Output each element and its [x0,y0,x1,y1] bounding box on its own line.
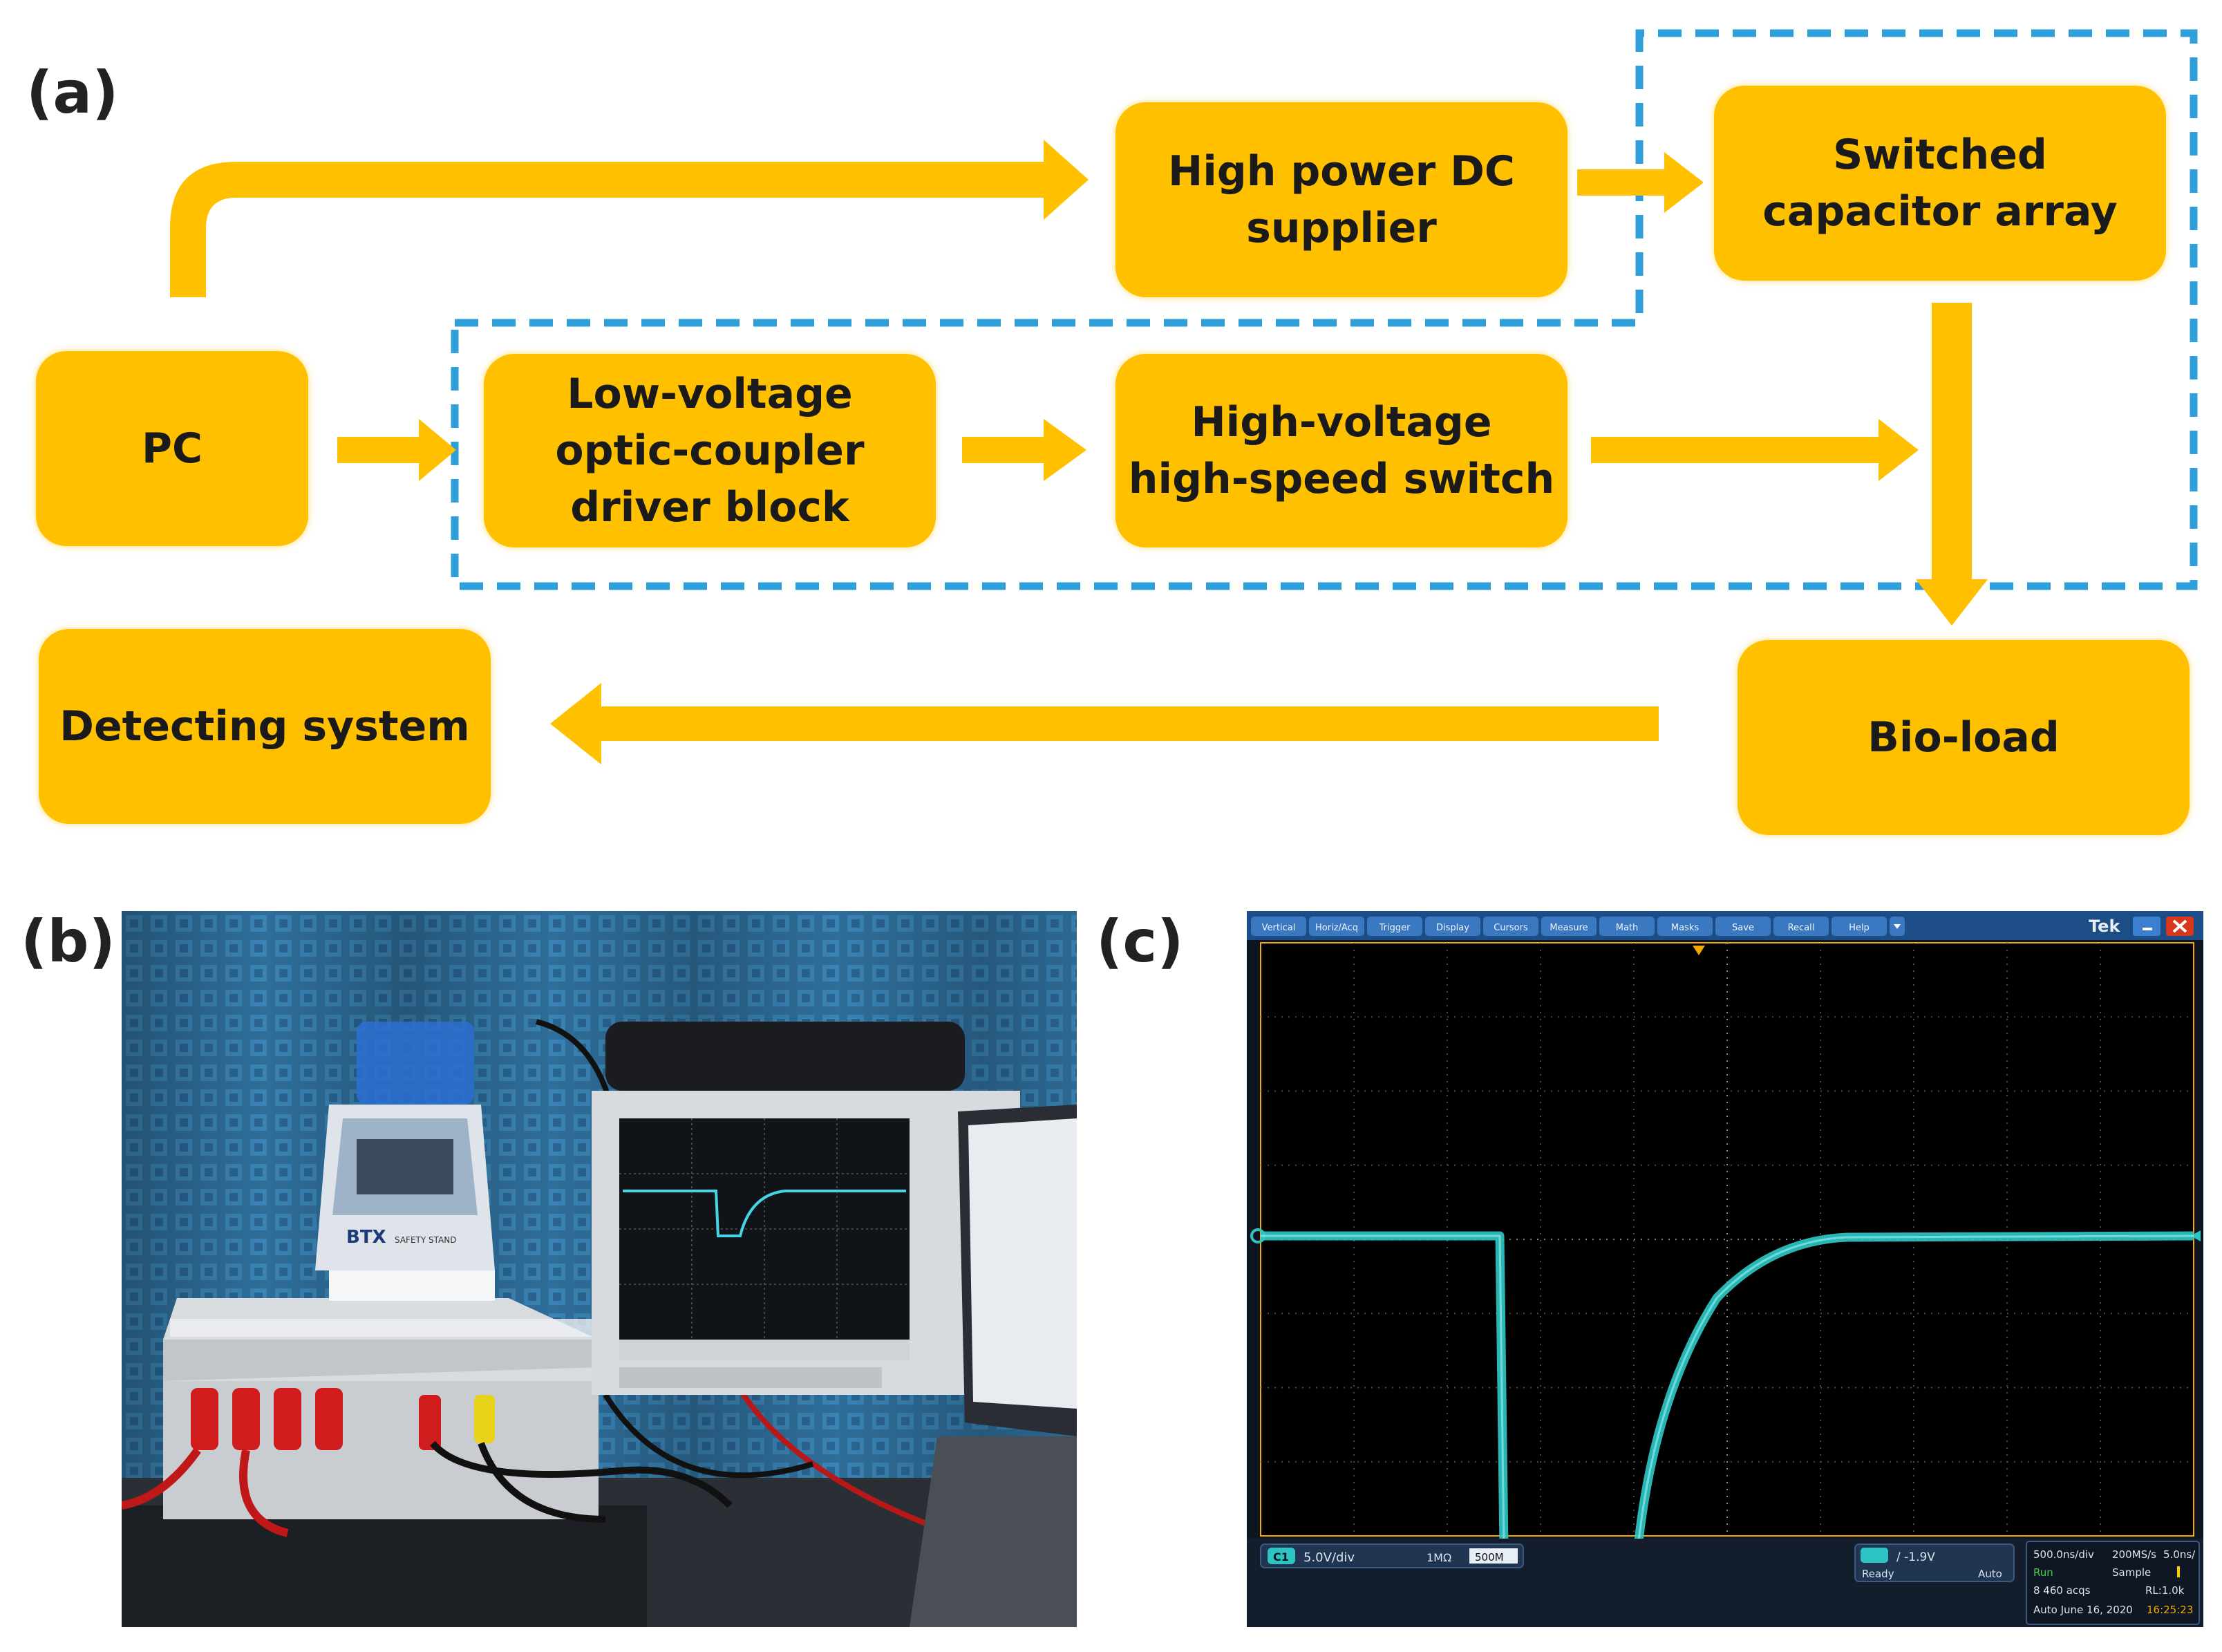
photo-setup-illustration: BTX SAFETY STAND [122,911,1077,1627]
volts-per-div: 5.0V/div [1303,1550,1355,1565]
run-state: Run [2033,1566,2053,1579]
oscilloscope-svg: Vertical Horiz/Acq Trigger Display Cursors Me… [1247,911,2203,1627]
bandwidth-limit: 500M [1475,1551,1504,1564]
scope-menu-label: Save [1732,923,1754,933]
resolution: 5.0ns/ [2163,1548,2196,1561]
block-pc: PC [36,351,308,546]
block-optic-coupler-driver-label: Low-voltage optic-coupler driver block [555,370,865,532]
scope-menu-label: Help [1849,923,1870,933]
trigger-indicator-icon [2177,1566,2180,1577]
minimize-button[interactable] [2133,917,2160,936]
scope-menu-measure[interactable] [1541,917,1597,936]
arrow-driver-to-switch [962,419,1086,481]
time-per-div: 500.0ns/div [2033,1548,2094,1561]
scope-menu-label: Measure [1550,923,1588,933]
minimize-icon [2143,928,2152,930]
scope-menu-label: Display [1436,923,1469,933]
scope-menu-horiz-acq[interactable] [1309,917,1364,936]
close-icon [2172,919,2187,933]
block-bio-load-label: Bio-load [1867,713,2060,762]
scope-menu-recall[interactable] [1773,917,1829,936]
trigger-position-marker [1693,946,1705,955]
scope-menu-label: Horiz/Acq [1315,923,1358,933]
scope-menu-save[interactable] [1715,917,1771,936]
block-pc-label: PC [141,424,203,473]
red-connectors [191,1388,441,1450]
scope-menu-masks[interactable] [1657,917,1713,936]
acq-mode: Sample [2112,1566,2151,1579]
scope-menu-label: Math [1616,923,1639,933]
scope-menu-cursors[interactable] [1483,917,1538,936]
impedance: 1MΩ [1427,1551,1451,1564]
chevron-down-icon [1894,924,1901,929]
panel-label-b: (b) [21,908,115,975]
block-detecting-system: Detecting system [39,629,491,824]
btx-logo-text: BTX [346,1227,386,1248]
scope-brand: Tek [2089,917,2120,936]
trigger-mode: Auto [1978,1568,2002,1580]
trigger-level-marker [2191,1230,2201,1241]
scope-menu-label: Recall [1788,923,1815,933]
channel-badge: C1 [1273,1550,1289,1564]
scope-menu-math[interactable] [1599,917,1655,936]
scope-menu-help[interactable] [1832,917,1887,936]
block-capacitor-array-label: Switched capacitor array [1762,131,2118,236]
block-optic-coupler-driver: Low-voltage optic-coupler driver block [484,354,936,547]
scope-menu-label: Vertical [1262,923,1296,933]
safety-stand-text: SAFETY STAND [395,1235,456,1245]
record-length: RL:1.0k [2145,1584,2185,1597]
scope-menu-trigger[interactable] [1367,917,1422,936]
block-dc-supplier-label: High power DC supplier [1168,147,1515,252]
block-hv-switch: High-voltage high-speed switch [1115,354,1567,547]
arrow-pc-to-driver [337,419,456,481]
trigger-readout[interactable] [1854,1543,2015,1582]
block-capacitor-array: Switched capacitor array [1714,86,2166,281]
dashed-enclosure [451,29,2198,590]
channel-readout[interactable] [1260,1543,1524,1568]
trigger-state: Ready [1862,1568,1894,1580]
trigger-level: / -1.9V [1896,1550,1935,1564]
oscilloscope-screen: Vertical Horiz/Acq Trigger Display Cursors Me… [1247,911,2203,1627]
scope-menu-label: Masks [1671,923,1699,933]
arrow-capacitor-to-bioload [1916,303,1988,626]
block-hv-switch-label: High-voltage high-speed switch [1128,398,1555,503]
arrow-dc-to-capacitor [1577,152,1704,213]
panel-label-c: (c) [1096,908,1184,975]
sample-rate: 200MS/s [2112,1548,2156,1561]
scope-menu-label: Trigger [1379,923,1411,933]
photo-setup: BTX SAFETY STAND [122,911,1077,1627]
arrow-bioload-to-detecting [550,683,1659,764]
scope-date: Auto June 16, 2020 [2033,1604,2133,1616]
arrow-switch-to-bioload [1591,419,1919,481]
scope-menu-vertical[interactable] [1251,917,1306,936]
scope-menu-display[interactable] [1425,917,1480,936]
acquisition-count: 8 460 acqs [2033,1584,2091,1597]
block-detecting-system-label: Detecting system [59,702,470,751]
panel-label-a: (a) [26,59,119,126]
block-diagram-connectors [170,29,2198,764]
arrow-pc-to-dc-supplier [170,140,1089,297]
scope-menu-label: Cursors [1494,923,1528,933]
block-bio-load: Bio-load [1738,640,2190,835]
block-dc-supplier: High power DC supplier [1115,102,1567,297]
scope-time: 16:25:23 [2147,1604,2193,1616]
acquisition-readout[interactable] [2026,1541,2200,1625]
